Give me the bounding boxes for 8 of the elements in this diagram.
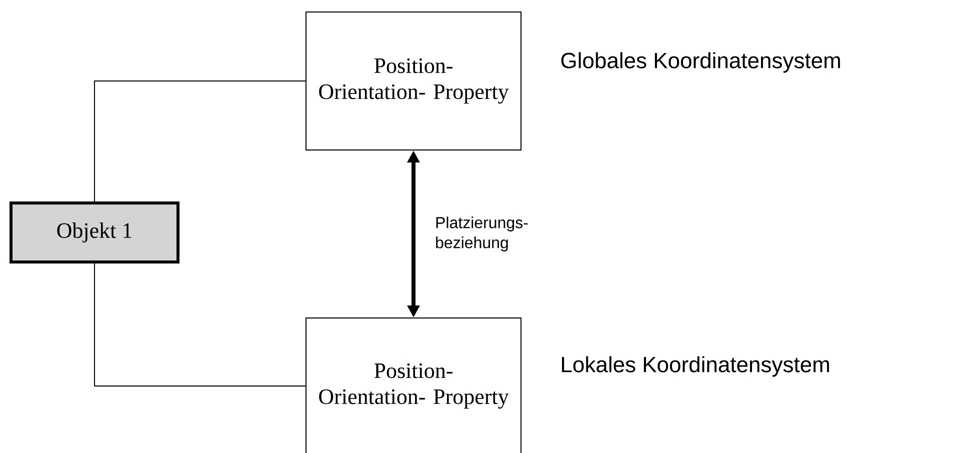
edge-label: Platzierungs- beziehung: [436, 216, 528, 252]
coordinate-system-label: Globales Koordinatensystem: [561, 52, 840, 73]
property-box: Position- Orientation- Property: [306, 318, 522, 453]
coordinate-system-label: Lokales Koordinatensystem: [562, 356, 829, 377]
property-box: Position- Orientation- Property: [306, 12, 522, 150]
connector-line: [94, 80, 306, 202]
object-box: Objekt 1: [10, 202, 180, 264]
connector-line: [94, 263, 306, 386]
